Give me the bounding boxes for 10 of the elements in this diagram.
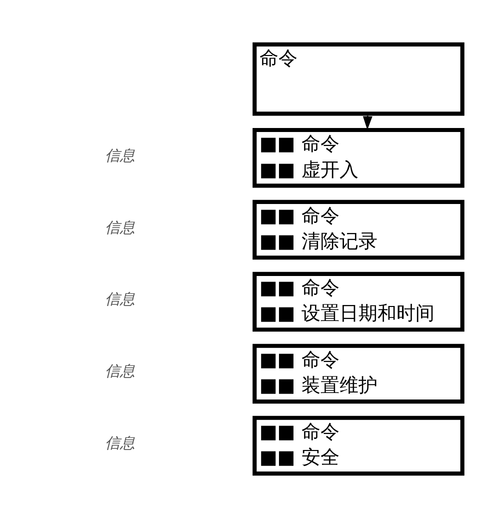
label: 信息 [105,290,136,308]
label: 信息 [105,218,136,236]
node-box: ■■ 命令 ■■ 装置维护 [252,343,464,404]
node-box: ■■ 命令 ■■ 清除记录 [252,199,464,260]
node-box: ■■ 命令 ■■ 设置日期和时间 [252,271,464,332]
node-box: ■■ 命令 ■■ 安全 [252,415,464,476]
label: 信息 [105,434,136,452]
label: 信息 [105,146,136,164]
label: 信息 [105,362,136,380]
node-box: ■■ 命令 ■■ 虚开入 [252,127,464,188]
